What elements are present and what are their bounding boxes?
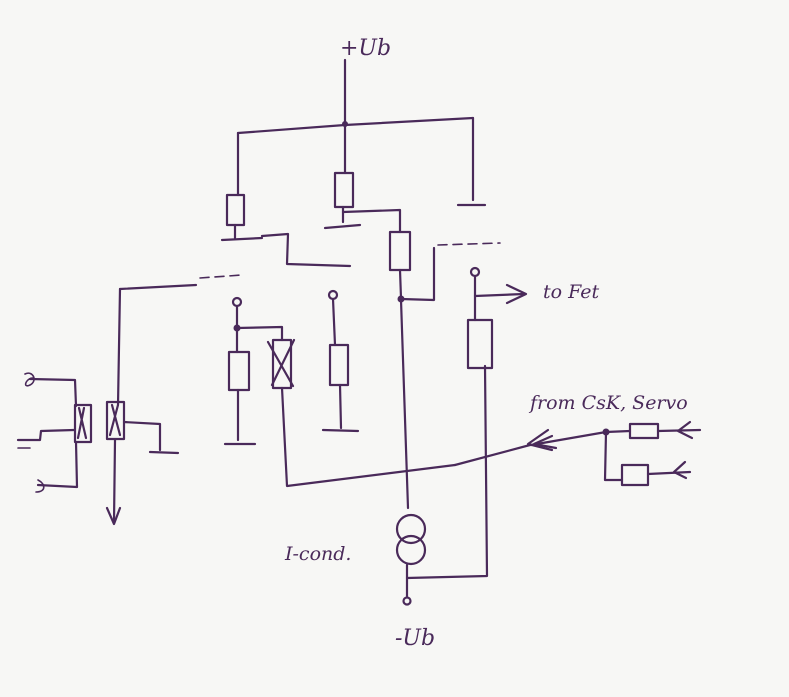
- middle-resistor: [321, 289, 360, 433]
- left-stage: [223, 296, 284, 446]
- label-from-servo: from CsK, Servo: [528, 392, 688, 414]
- to-fet-output: [466, 266, 528, 370]
- resistor-upper-middle: [323, 171, 402, 234]
- servo-input-network: [526, 420, 702, 487]
- label-to-fet: to Fet: [543, 281, 600, 303]
- adjustable-resistor: [266, 338, 532, 488]
- label-supply-positive: +Ub: [340, 36, 391, 61]
- resistor-upper-left: [220, 193, 264, 242]
- mid-wiring: [116, 232, 352, 407]
- label-current-source: I-cond.: [284, 543, 351, 565]
- positive-supply-rail: [236, 58, 487, 207]
- label-supply-negative: -Ub: [395, 626, 435, 651]
- current-source-symbol: [395, 298, 489, 606]
- coupling-transformer: [16, 372, 180, 526]
- resistor-upper-right: [388, 230, 501, 303]
